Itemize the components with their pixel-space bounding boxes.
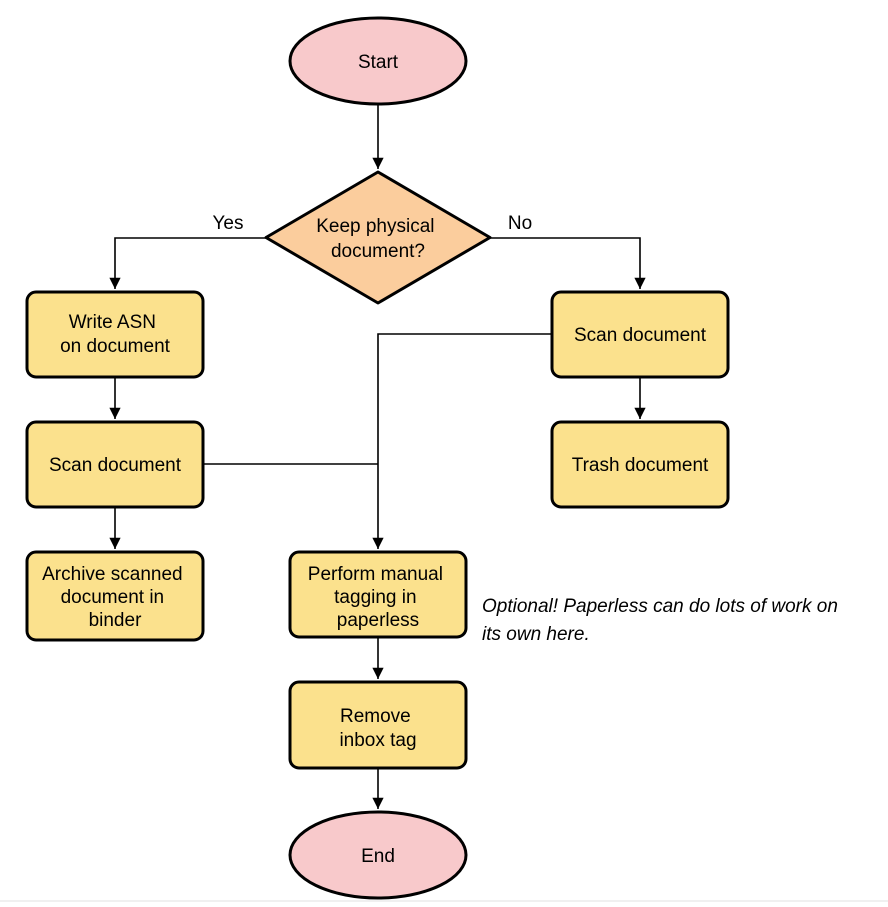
manual-tagging-label-line: paperless bbox=[337, 610, 419, 631]
remove-inbox-tag-label: Remove inbox tag bbox=[339, 706, 416, 751]
node-trash-document: Trash document bbox=[550, 420, 730, 509]
end-terminal-shape bbox=[288, 810, 468, 900]
edge-decision-no-to-scan-right bbox=[490, 237, 646, 289]
remove-inbox-tag-label-line: inbox tag bbox=[339, 730, 416, 751]
node-remove-inbox-tag: Remove inbox tag bbox=[288, 680, 468, 770]
edge-decision-yes-to-write-asn bbox=[109, 237, 266, 289]
node-scan-document-left: Scan document bbox=[25, 420, 205, 509]
archive-scanned-label-line: document in bbox=[61, 587, 165, 608]
archive-scanned-label-line: Archive scanned bbox=[42, 564, 182, 585]
annotation-optional: Optional! Paperless can do lots of work … bbox=[482, 596, 843, 645]
trash-document-label: Trash document bbox=[572, 455, 709, 476]
node-manual-tagging: Perform manual tagging in paperless bbox=[288, 550, 468, 639]
annotation-line: its own here. bbox=[482, 624, 590, 645]
decision-label-line: Keep physical bbox=[316, 216, 434, 237]
write-asn-label-line: on document bbox=[60, 336, 171, 357]
archive-scanned-label-line: binder bbox=[89, 610, 142, 631]
node-scan-document-right: Scan document bbox=[550, 290, 730, 379]
manual-tagging-label-line: tagging in bbox=[334, 587, 416, 608]
write-asn-process-shape bbox=[25, 290, 205, 379]
manual-tagging-label-line: Perform manual bbox=[308, 564, 443, 585]
write-asn-label: Write ASN on document bbox=[60, 312, 171, 357]
decision-label-line: document? bbox=[331, 241, 425, 262]
annotation-line: Optional! Paperless can do lots of work … bbox=[482, 596, 838, 617]
remove-inbox-tag-label-line: Remove bbox=[340, 706, 411, 727]
node-write-asn: Write ASN on document bbox=[25, 290, 205, 379]
decision-diamond-shape bbox=[264, 170, 492, 305]
write-asn-label-line: Write ASN bbox=[69, 312, 156, 333]
manual-tagging-process-shape bbox=[288, 550, 468, 639]
edge-scan-right-to-manual-tagging bbox=[372, 333, 552, 549]
trash-document-process-shape bbox=[550, 420, 730, 509]
scan-document-left-label: Scan document bbox=[49, 455, 182, 476]
archive-scanned-label: Archive scanned document in binder bbox=[42, 564, 188, 631]
scan-document-left-process-shape bbox=[25, 420, 205, 509]
remove-inbox-tag-process-shape bbox=[288, 680, 468, 770]
scan-document-right-process-shape bbox=[550, 290, 730, 379]
manual-tagging-label: Perform manual tagging in paperless bbox=[308, 564, 448, 631]
node-start: Start bbox=[288, 16, 468, 106]
start-terminal-shape bbox=[288, 16, 468, 106]
archive-scanned-process-shape bbox=[25, 550, 205, 642]
edge-label-no: No bbox=[508, 213, 532, 234]
decision-label: Keep physical document? bbox=[316, 216, 440, 262]
scan-document-right-label: Scan document bbox=[574, 325, 707, 346]
edge-label-yes: Yes bbox=[213, 213, 244, 234]
end-label: End bbox=[361, 846, 395, 867]
node-archive-scanned: Archive scanned document in binder bbox=[25, 550, 205, 642]
node-end: End bbox=[288, 810, 468, 900]
start-label: Start bbox=[358, 52, 399, 73]
node-keep-physical-decision: Keep physical document? bbox=[264, 170, 492, 305]
